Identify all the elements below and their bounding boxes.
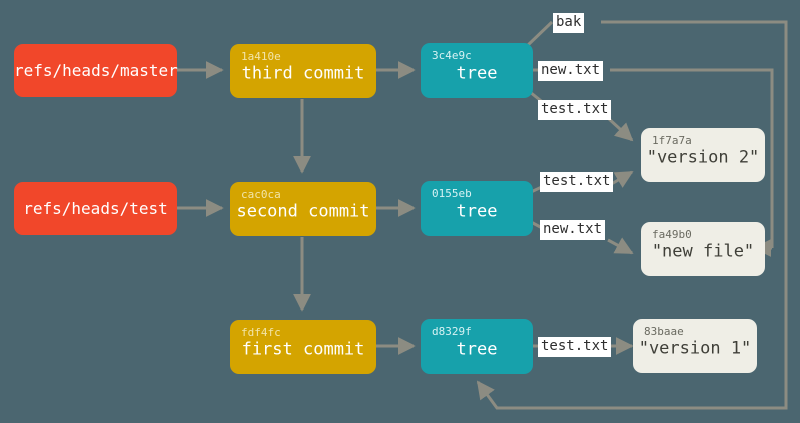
blob-1f7a7a-label: "version 2" xyxy=(646,147,760,168)
tree-node-0155eb[interactable]: 0155eb tree xyxy=(421,181,533,236)
edge-newtxt2-to-newfile xyxy=(607,237,634,255)
ref-test-label: refs/heads/test xyxy=(23,198,168,218)
tree-d8329f-label: tree xyxy=(456,338,498,359)
edge-testtxt-to-version2 xyxy=(606,116,634,142)
commit-third-hash: 1a410e xyxy=(241,50,281,63)
edge-label-test-txt-first: test.txt xyxy=(538,337,612,357)
edge-label-new-txt-second: new.txt xyxy=(540,220,606,240)
edge-label-bak: bak xyxy=(553,13,585,33)
ref-master-label: refs/heads/master xyxy=(14,60,178,80)
blob-node-1f7a7a[interactable]: 1f7a7a "version 2" xyxy=(641,128,765,182)
edge-label-test-txt-second: test.txt xyxy=(540,172,614,192)
edge-label-new-txt-third: new.txt xyxy=(538,61,604,81)
blob-node-fa49b0[interactable]: fa49b0 "new file" xyxy=(641,222,765,276)
tree-node-d8329f[interactable]: d8329f tree xyxy=(421,319,533,374)
tree-d8329f-hash: d8329f xyxy=(432,325,472,338)
blob-83baae-hash: 83baae xyxy=(644,325,684,338)
commit-node-second[interactable]: cac0ca second commit xyxy=(230,182,376,236)
tree-0155eb-hash: 0155eb xyxy=(432,187,472,200)
ref-node-test[interactable]: refs/heads/test xyxy=(14,182,177,235)
edge-label-test-txt-third: test.txt xyxy=(538,100,612,120)
blob-node-83baae[interactable]: 83baae "version 1" xyxy=(633,319,757,373)
tree-node-3c4e9c[interactable]: 3c4e9c tree xyxy=(421,43,533,98)
commit-first-hash: fdf4fc xyxy=(241,326,281,339)
blob-fa49b0-hash: fa49b0 xyxy=(652,228,692,241)
commit-second-label: second commit xyxy=(236,201,370,222)
ref-node-master[interactable]: refs/heads/master xyxy=(14,44,178,97)
tree-3c4e9c-hash: 3c4e9c xyxy=(432,49,472,62)
commit-node-third[interactable]: 1a410e third commit xyxy=(230,44,376,98)
edge-tree3-bak xyxy=(525,20,554,48)
commit-third-label: third commit xyxy=(241,63,365,84)
blob-83baae-label: "version 1" xyxy=(638,338,752,359)
tree-0155eb-label: tree xyxy=(456,200,498,221)
commit-node-first[interactable]: fdf4fc first commit xyxy=(230,320,376,374)
blob-1f7a7a-hash: 1f7a7a xyxy=(652,134,692,147)
commit-first-label: first commit xyxy=(241,339,365,360)
commit-second-hash: cac0ca xyxy=(241,188,281,201)
tree-3c4e9c-label: tree xyxy=(456,62,498,83)
blob-fa49b0-label: "new file" xyxy=(651,241,755,262)
